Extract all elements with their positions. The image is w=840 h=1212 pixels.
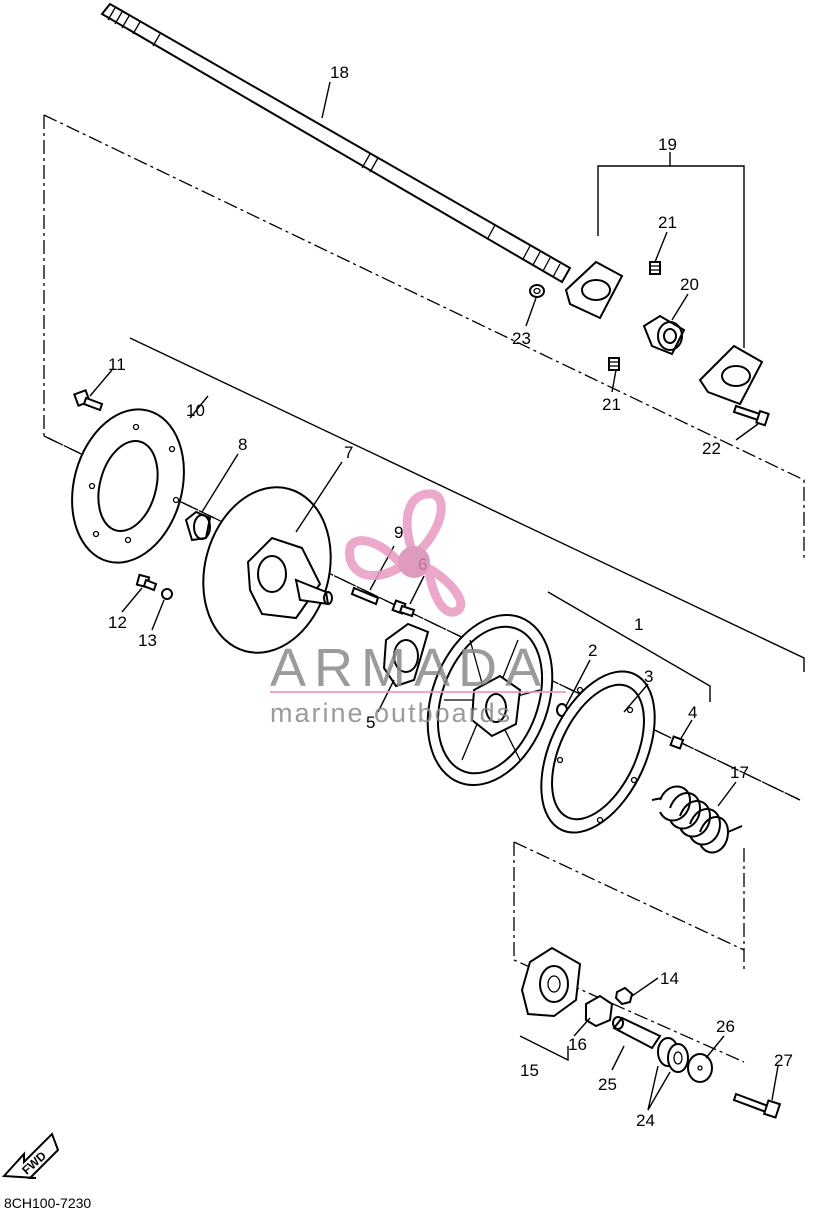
armada-watermark: ARMADA marine outboards: [270, 489, 566, 728]
disc-plate-part[interactable]: [56, 397, 201, 576]
callout-22: 22: [702, 439, 721, 458]
washer-part-23[interactable]: [529, 284, 545, 298]
roller-part[interactable]: [657, 1037, 689, 1073]
callout-labels: 18 19 21 20 23 21 22 11 10 8 7 9 6 12 13…: [108, 63, 793, 1130]
bolt-part-6[interactable]: [391, 599, 416, 618]
callout-19: 19: [658, 135, 677, 154]
bushing-part-8[interactable]: [184, 510, 212, 542]
callout-10: 10: [186, 401, 205, 420]
lower-assembly-outline: [513, 841, 745, 1063]
bearing-housing-part[interactable]: [564, 260, 764, 406]
callout-21-top: 21: [658, 213, 677, 232]
callout-2: 2: [588, 641, 597, 660]
callout-8: 8: [238, 435, 247, 454]
callout-13: 13: [138, 631, 157, 650]
armada-propeller-logo: [345, 489, 466, 617]
pin-part[interactable]: [350, 586, 380, 606]
callout-18: 18: [330, 63, 349, 82]
bolt-part-27[interactable]: [732, 1092, 782, 1119]
callout-1: 1: [634, 615, 643, 634]
forward-direction-arrow: FWD: [1, 1132, 60, 1179]
shaft-part[interactable]: [100, 2, 572, 284]
nut-part-14[interactable]: [614, 986, 634, 1006]
watermark-brand: ARMADA: [270, 638, 549, 698]
leader-lines: [89, 81, 805, 1111]
weight-arm-part[interactable]: [520, 946, 582, 1018]
callout-14: 14: [660, 969, 679, 988]
bearing-part[interactable]: [642, 314, 686, 356]
callout-27: 27: [774, 1051, 793, 1070]
callout-16: 16: [568, 1035, 587, 1054]
collar-part[interactable]: [612, 1016, 662, 1050]
callout-23: 23: [512, 329, 531, 348]
watermark-tagline: marine outboards: [270, 698, 512, 728]
callout-9: 9: [394, 523, 403, 542]
callout-26: 26: [716, 1017, 735, 1036]
callout-5: 5: [366, 713, 375, 732]
callout-15: 15: [520, 1061, 539, 1080]
bushing-part-16[interactable]: [585, 994, 614, 1028]
callout-25: 25: [598, 1075, 617, 1094]
bolt-part-11[interactable]: [73, 389, 104, 412]
washer-part-13[interactable]: [161, 588, 173, 600]
callout-17: 17: [730, 763, 749, 782]
callout-4: 4: [688, 703, 697, 722]
callout-7: 7: [344, 443, 353, 462]
bolt-part-12[interactable]: [135, 573, 158, 592]
ring-plate-part[interactable]: [518, 654, 678, 850]
callout-12: 12: [108, 613, 127, 632]
callout-21-bottom: 21: [602, 395, 621, 414]
callout-11: 11: [108, 355, 126, 374]
spring-part[interactable]: [651, 785, 743, 854]
plate-part[interactable]: [382, 622, 430, 688]
callout-20: 20: [680, 275, 699, 294]
washer-part-26[interactable]: [687, 1053, 713, 1083]
callout-3: 3: [644, 667, 653, 686]
callout-24: 24: [636, 1111, 655, 1130]
bolt-part-22[interactable]: [732, 404, 770, 427]
drawing-code: 8CH100-7230: [4, 1195, 91, 1211]
